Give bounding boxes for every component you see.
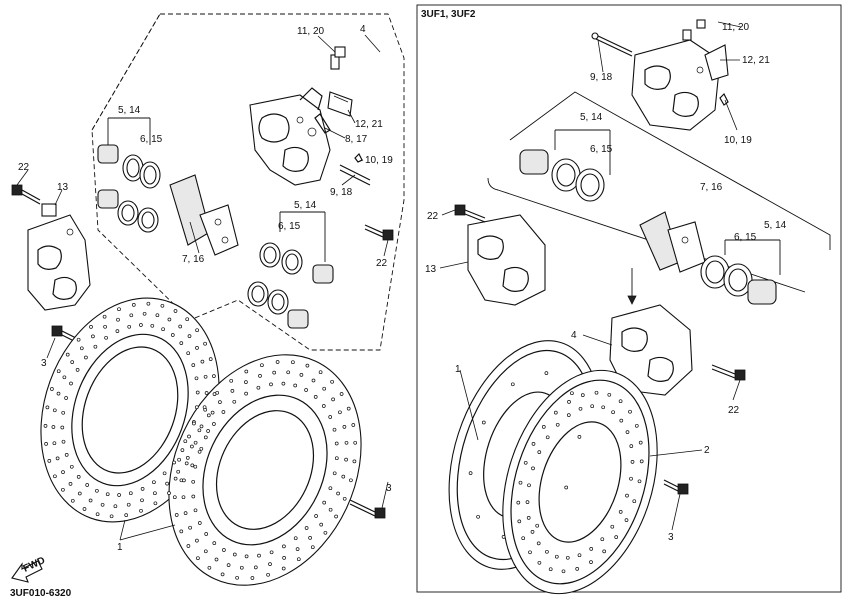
leader-lines: [16, 21, 742, 541]
callout-11-20-right: 11, 20: [722, 22, 749, 33]
callout-5-14-top-left: 5, 14: [118, 105, 141, 116]
disc-drill-holes: [516, 390, 644, 574]
variant-title: 3UF1, 3UF2: [421, 9, 476, 20]
callout-22-bottom-right: 22: [728, 405, 740, 416]
right-brake-disc-2: [502, 369, 658, 595]
callout-10-19-right: 10, 19: [724, 135, 752, 146]
left-caliper-13: [27, 203, 91, 311]
left-caliper-dashed-group: [91, 13, 405, 351]
callouts-right: 11, 20 12, 21 9, 18 10, 19 5, 14 6, 15 7…: [425, 22, 787, 543]
left-brake-pads: [169, 174, 239, 256]
callout-11-20-left: 11, 20: [297, 26, 324, 37]
disc-drill-holes: [468, 371, 582, 539]
right-piston-group-box: [487, 91, 831, 305]
callout-6-15-top-left: 6, 15: [140, 134, 163, 145]
callouts-left: 11, 20 4 12, 21 8, 17 10, 19 9, 18 5, 14…: [18, 24, 393, 553]
callout-5-14-bottom-left: 5, 14: [294, 200, 317, 211]
callout-6-15-bottom-left: 6, 15: [278, 221, 301, 232]
right-brake-pads: [639, 211, 706, 273]
callout-4-right: 4: [571, 330, 577, 341]
callout-3-left: 3: [41, 358, 47, 369]
callout-1-left: 1: [117, 542, 123, 553]
right-caliper-upper: [631, 39, 721, 131]
callout-12-21-right: 12, 21: [742, 55, 770, 66]
callout-7-16-left: 7, 16: [182, 254, 205, 265]
left-piston-set-bottom: [247, 211, 334, 329]
disc-drill-holes: [172, 360, 358, 580]
variant-frame: 3UF1, 3UF2: [416, 4, 842, 593]
callout-3-right: 3: [668, 532, 674, 543]
callout-7-16-right: 7, 16: [700, 182, 723, 193]
left-pad-pin: [339, 164, 371, 186]
callout-10-19-left: 10, 19: [365, 155, 393, 166]
callout-13-right: 13: [425, 264, 437, 275]
left-pad-clip: [314, 113, 331, 134]
right-pad-pin: [591, 32, 633, 57]
left-brake-disc-front: [168, 354, 362, 586]
left-caliper-body: [249, 87, 331, 186]
right-bolt-22-bottom: [711, 364, 746, 381]
callout-22-mid: 22: [376, 258, 388, 269]
diagram-code: 3UF010-6320: [10, 588, 72, 599]
right-pin-clip: [719, 92, 729, 106]
callout-5-14-bottom-right: 5, 14: [764, 220, 787, 231]
right-bolt-3: [663, 479, 689, 495]
mid-bolt-3: [349, 499, 386, 519]
callout-4-left: 4: [360, 24, 366, 35]
left-pad-spring: [327, 91, 353, 117]
right-piston-set-bottom: [700, 239, 781, 305]
left-bolt-22: [11, 184, 41, 205]
callout-12-21-left: 12, 21: [355, 119, 383, 130]
callout-5-14-top-right: 5, 14: [580, 112, 603, 123]
mid-bolt-22: [364, 224, 394, 241]
callout-2-right: 2: [704, 445, 710, 456]
callout-22-top-right: 22: [427, 211, 439, 222]
callout-22-left: 22: [18, 162, 30, 173]
right-caliper-4: [609, 304, 693, 396]
callout-9-18-right: 9, 18: [590, 72, 613, 83]
right-piston-set-top: [519, 129, 611, 202]
callout-6-15-bottom-right: 6, 15: [734, 232, 757, 243]
right-caliper-13: [467, 214, 546, 306]
fwd-arrow: FWD: [11, 555, 47, 583]
callout-8-17-left: 8, 17: [345, 134, 368, 145]
callout-1-right: 1: [455, 364, 461, 375]
left-piston-set-top: [97, 117, 161, 233]
callout-9-18-left: 9, 18: [330, 187, 353, 198]
callout-13-left: 13: [57, 182, 69, 193]
right-pad-spring: [704, 44, 729, 81]
callout-6-15-top-right: 6, 15: [590, 144, 613, 155]
disc-drill-holes: [43, 301, 217, 519]
callout-3-mid: 3: [386, 483, 392, 494]
right-bleeder-screw: [682, 19, 706, 41]
right-bolt-22-top: [454, 204, 486, 223]
